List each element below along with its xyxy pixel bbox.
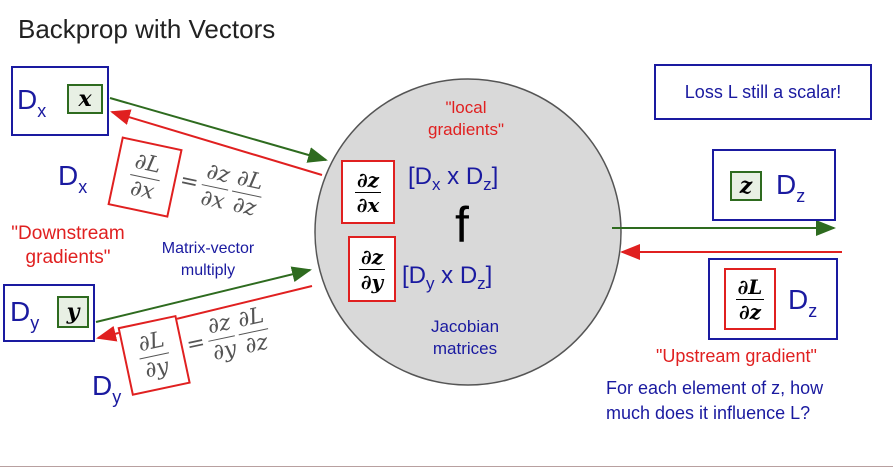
input-x-vector: x — [67, 84, 103, 114]
jacobian-dzdy-num: ∂z — [358, 244, 386, 270]
output-z-vector: z — [730, 171, 762, 201]
input-y-box: Dy y — [3, 284, 95, 342]
grad-y-dim: Dy — [92, 370, 122, 407]
input-x-box: Dx x — [11, 66, 109, 136]
jacobian-dzdx-box: ∂z ∂x — [341, 160, 395, 224]
loss-note: Loss L still a scalar! — [684, 81, 842, 102]
matrix-vector-label: Matrix-vector multiply — [161, 240, 255, 279]
jacobian-dzdx-den: ∂x — [356, 192, 380, 217]
jacobian-matrices-label: Jacobian matrices — [430, 317, 500, 358]
upstream-gradient-box: ∂L ∂z Dz — [708, 258, 838, 340]
node-label: f — [455, 197, 469, 253]
grad-x-box: ∂L ∂x — [107, 136, 183, 218]
upstream-question: For each element of z, how much does it … — [606, 378, 824, 423]
node-circle — [314, 78, 622, 386]
jacobian-dzdx-num: ∂z — [354, 167, 382, 193]
grad-y-box: ∂L ∂y — [117, 314, 191, 396]
jacobian-dzdy-den: ∂y — [360, 269, 384, 294]
upstream-gradient-dim: Dz — [788, 284, 818, 321]
loss-note-box: Loss L still a scalar! — [654, 64, 872, 120]
upstream-gradient-label: "Upstream gradient" — [656, 346, 817, 366]
output-z-box: z Dz — [712, 149, 836, 221]
input-x-dim: Dx — [17, 84, 47, 121]
jacobian-y-dims: [Dy x Dz] — [402, 262, 493, 293]
input-y-dim: Dy — [10, 296, 40, 333]
page-title: Backprop with Vectors — [18, 14, 276, 44]
forward-arrow-y — [95, 266, 312, 323]
jacobian-x-dims: [Dx x Dz] — [408, 163, 499, 194]
upstream-gradient-frac-box: ∂L ∂z — [724, 268, 776, 330]
bottom-divider — [0, 466, 893, 467]
jacobian-dzdy-box: ∂z ∂y — [348, 236, 396, 302]
local-gradients-label: "local gradients" — [428, 98, 504, 139]
output-z-dim: Dz — [776, 169, 806, 206]
downstream-gradients-label: "Downstream gradients" — [11, 223, 125, 268]
forward-arrow-x — [109, 97, 328, 163]
grad-x-dim: Dx — [58, 160, 88, 197]
input-y-vector: y — [57, 296, 89, 328]
backward-arrow-x — [110, 109, 323, 176]
